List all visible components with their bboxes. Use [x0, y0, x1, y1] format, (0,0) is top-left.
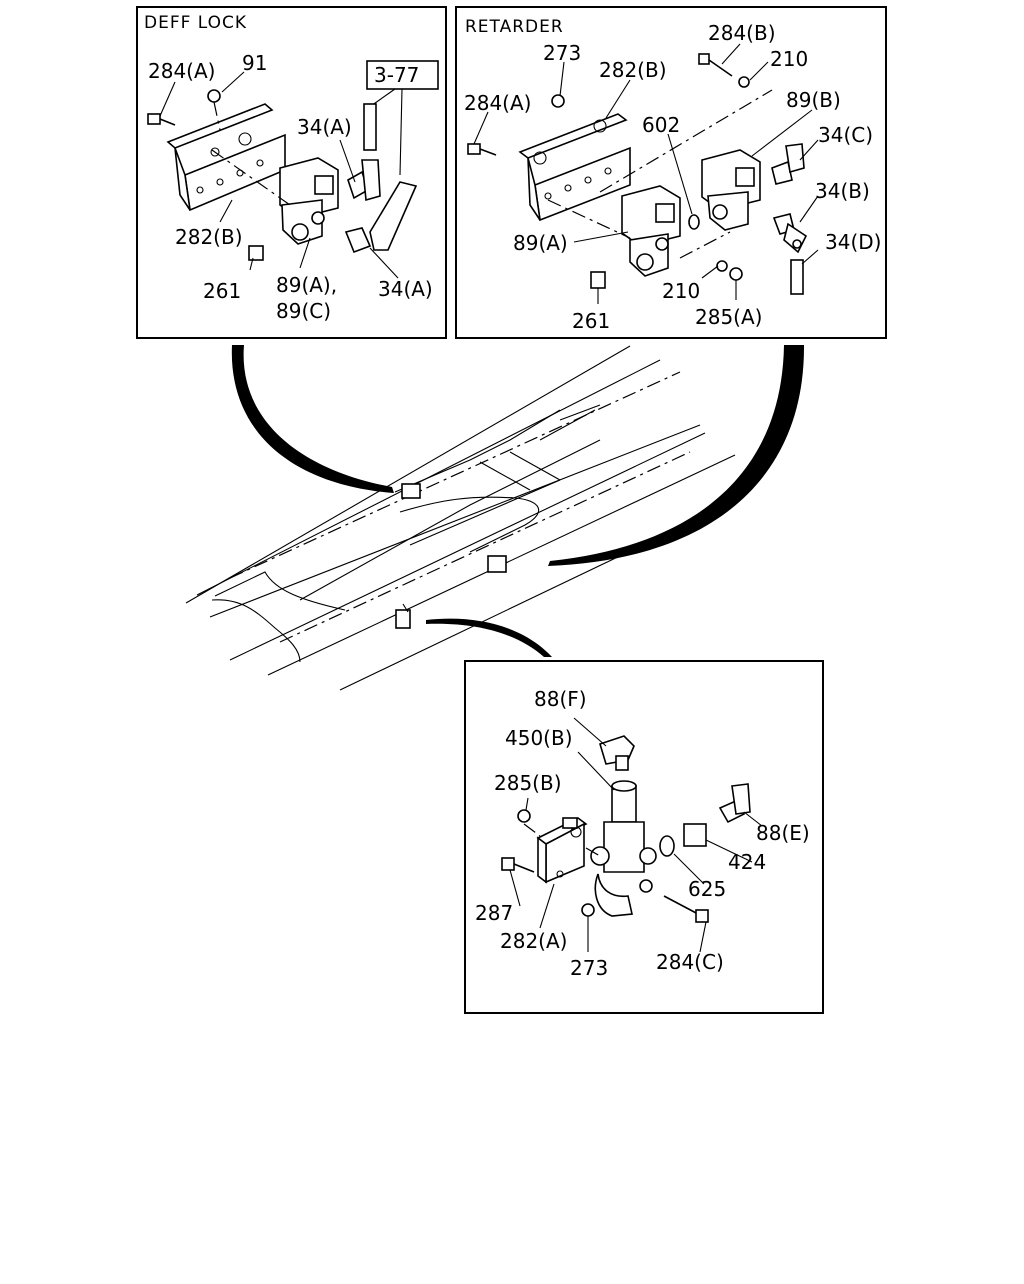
label-88f: 88(F)	[534, 687, 587, 711]
label-424: 424	[728, 850, 766, 874]
label-625: 625	[688, 877, 726, 901]
label-34d: 34(D)	[825, 230, 881, 254]
label-287: 287	[475, 901, 513, 925]
label-261-ret: 261	[572, 309, 610, 333]
label-89b: 89(B)	[786, 88, 841, 112]
label-89a-ret: 89(A)	[513, 231, 568, 255]
label-285b: 285(B)	[494, 771, 562, 795]
label-282a: 282(A)	[500, 929, 567, 953]
label-285a: 285(A)	[695, 305, 762, 329]
label-261: 261	[203, 279, 241, 303]
label-284b: 284(B)	[708, 21, 776, 45]
label-88e: 88(E)	[756, 821, 810, 845]
panel-retarder: RETARDER	[455, 6, 887, 339]
label-284a-ret: 284(A)	[464, 91, 531, 115]
label-273: 273	[543, 41, 581, 65]
label-34a-bottom: 34(A)	[378, 277, 433, 301]
label-450b: 450(B)	[505, 726, 573, 750]
label-91: 91	[242, 51, 267, 75]
panel-deff-lock: DEFF LOCK 3-77	[136, 6, 447, 339]
ref-box-label: 3-77	[374, 63, 419, 87]
label-282b-ret: 282(B)	[599, 58, 667, 82]
leader-arc-bottom	[426, 618, 552, 657]
label-89c: 89(C)	[276, 299, 331, 323]
label-273-valve: 273	[570, 956, 608, 980]
label-34b: 34(B)	[815, 179, 870, 203]
label-89a: 89(A),	[276, 273, 337, 297]
label-284a: 284(A)	[148, 59, 215, 83]
label-284c: 284(C)	[656, 950, 724, 974]
leader-arc-left	[231, 345, 394, 493]
ref-box	[366, 60, 439, 90]
label-282b: 282(B)	[175, 225, 243, 249]
label-210-top: 210	[770, 47, 808, 71]
label-210-bottom: 210	[662, 279, 700, 303]
retarder-title: RETARDER	[465, 17, 564, 37]
label-34a-top: 34(A)	[297, 115, 352, 139]
deff-lock-title: DEFF LOCK	[144, 13, 247, 33]
leader-arc-right	[548, 345, 805, 566]
chassis-frame	[185, 345, 736, 691]
panel-valve-assembly: 88(F) 450(B) 285(B) 88(E) 424 287 625 28…	[464, 660, 824, 1014]
label-602: 602	[642, 113, 680, 137]
label-34c: 34(C)	[818, 123, 873, 147]
